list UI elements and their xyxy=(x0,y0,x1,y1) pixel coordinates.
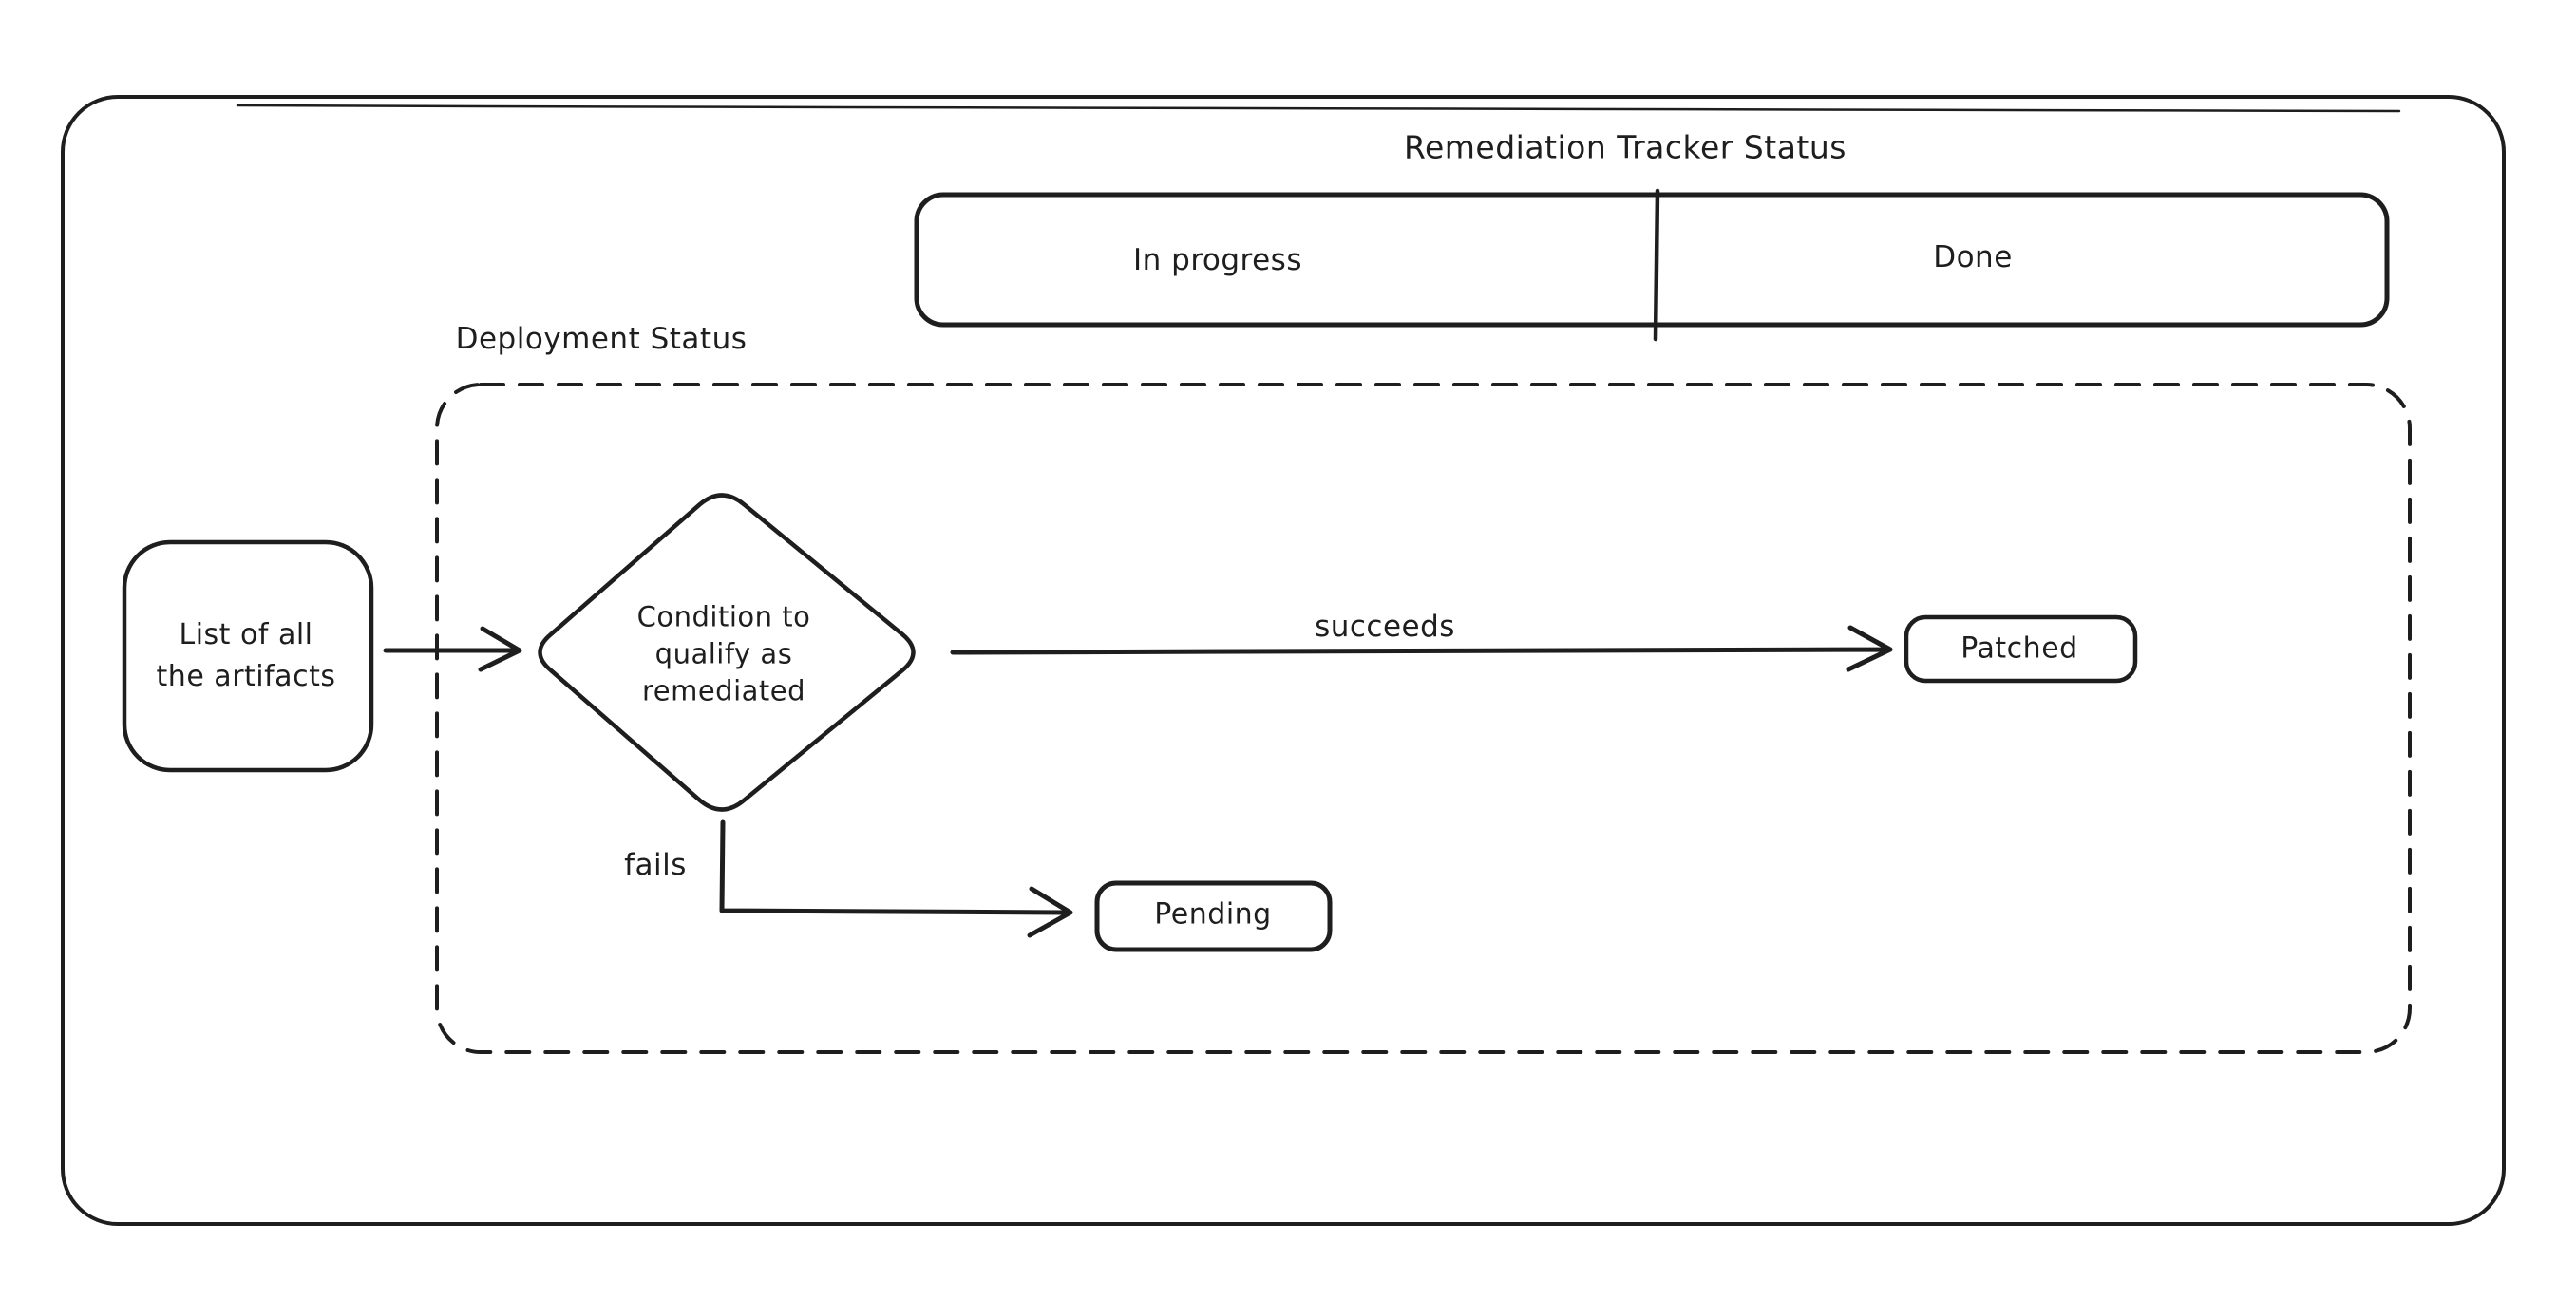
condition-node-label-line2: qualify as xyxy=(654,637,793,670)
artifacts-node-label: List of all the artifacts xyxy=(157,614,336,698)
condition-node-label-line3: remediated xyxy=(641,674,806,707)
condition-node xyxy=(538,493,916,812)
artifacts-node xyxy=(122,539,374,773)
fails-arrow xyxy=(719,819,1073,938)
artifacts-to-condition-arrow xyxy=(383,626,522,672)
succeeds-arrow xyxy=(950,625,1893,672)
tracker-divider xyxy=(1653,188,1660,342)
succeeds-label: succeeds xyxy=(1315,610,1455,644)
outer-frame xyxy=(61,95,2506,1226)
patched-node-label: Patched xyxy=(1960,631,2078,666)
condition-node-label: Condition to qualify as remediated xyxy=(637,599,811,710)
artifacts-node-label-line1: List of all xyxy=(179,618,313,651)
pending-node-label: Pending xyxy=(1154,897,1272,932)
deployment-group-box xyxy=(435,383,2412,1054)
tracker-column-done-label: Done xyxy=(1933,240,2013,274)
fails-label: fails xyxy=(624,848,687,882)
tracker-status-box xyxy=(914,192,2390,328)
patched-node xyxy=(1904,614,2138,684)
outer-frame-overdraw-stroke xyxy=(236,104,2401,113)
condition-node-label-line1: Condition to xyxy=(636,600,811,633)
deployment-status-label: Deployment Status xyxy=(455,322,748,356)
tracker-column-in-progress-label: In progress xyxy=(1133,243,1302,277)
artifacts-node-label-line2: the artifacts xyxy=(156,660,336,693)
diagram-title: Remediation Tracker Status xyxy=(1404,128,1847,166)
pending-node xyxy=(1094,880,1333,952)
